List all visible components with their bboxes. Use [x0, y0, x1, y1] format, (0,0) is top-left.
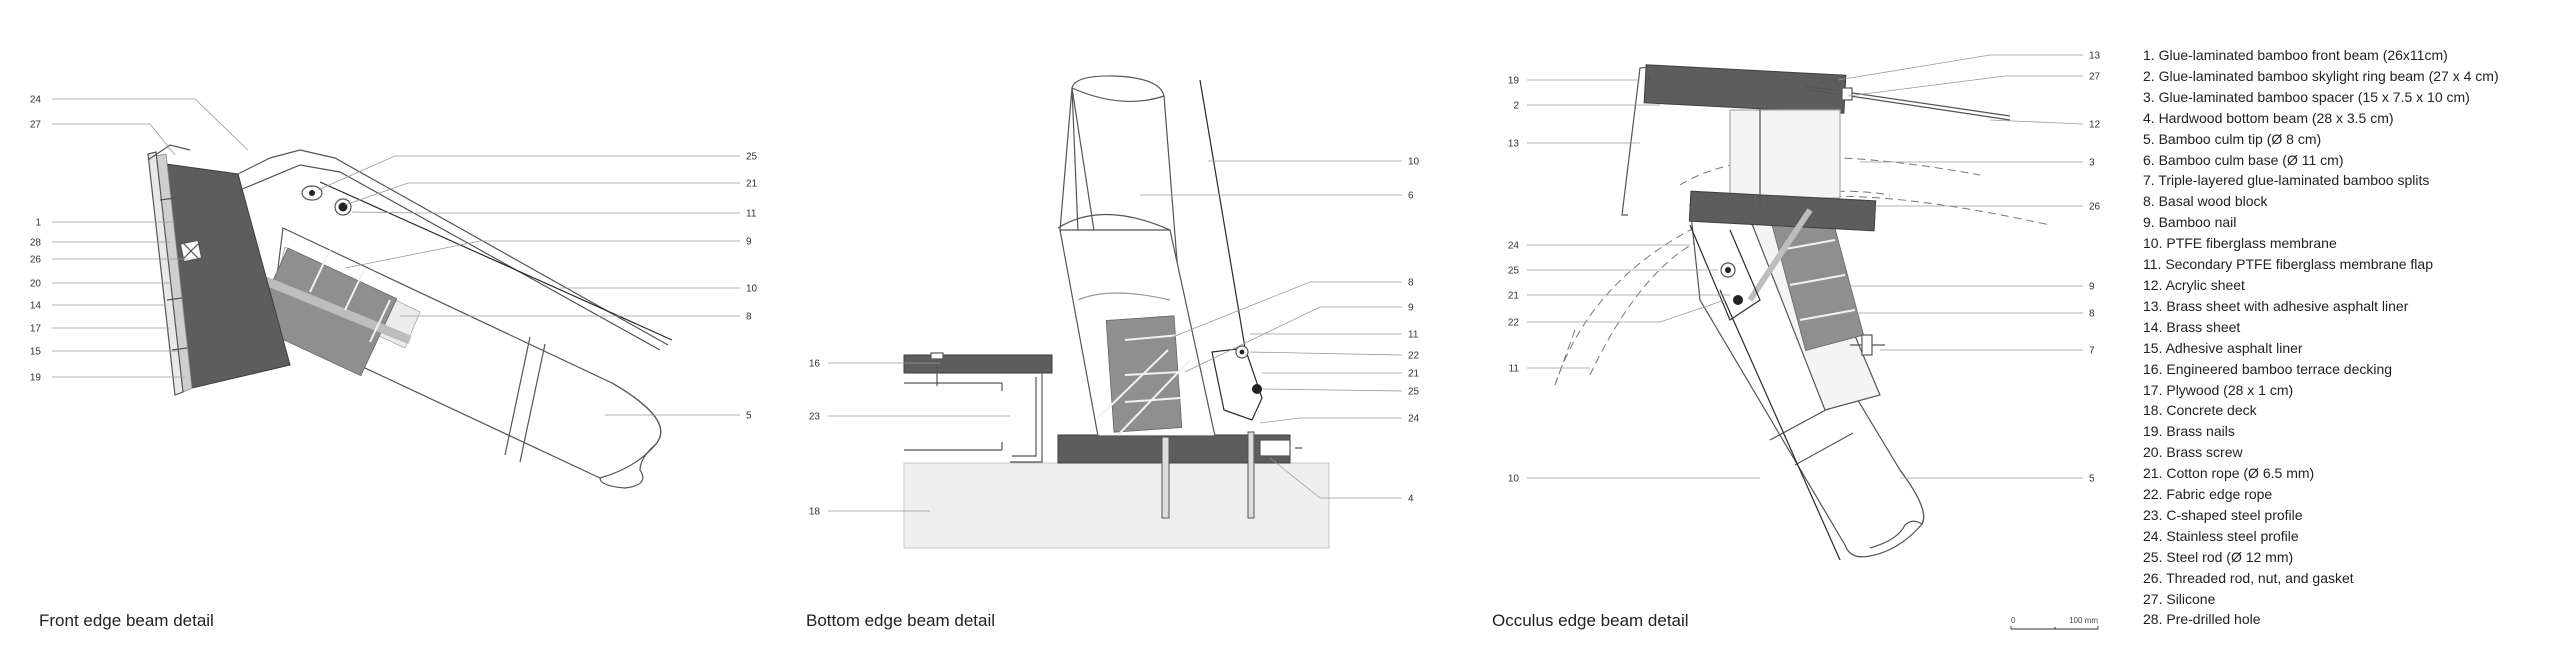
callout-label: 10 — [1508, 474, 1520, 485]
callout-label: 9 — [746, 237, 752, 248]
legend-item: 25. Steel rod (Ø 12 mm) — [2143, 548, 2294, 565]
callout-label: 4 — [1408, 494, 1414, 505]
legend-item: 15. Adhesive asphalt liner — [2143, 339, 2303, 356]
scale-bar-label: 100 mm — [2069, 616, 2098, 625]
legend-item: 12. Acrylic sheet — [2143, 276, 2245, 293]
callout-label: 14 — [30, 301, 42, 312]
callout-label: 20 — [30, 279, 42, 290]
callout-label: 13 — [1508, 139, 1520, 150]
callout-label: 16 — [809, 359, 821, 370]
callout-label: 8 — [746, 312, 752, 323]
callout-label: 21 — [746, 179, 758, 190]
spacer-block — [1729, 109, 1841, 199]
scale-bar-label: 0 — [2011, 616, 2016, 625]
callout-label: 19 — [30, 373, 42, 384]
callout-label: 5 — [746, 411, 752, 422]
legend-item: 17. Plywood (28 x 1 cm) — [2143, 381, 2294, 398]
callout-label: 26 — [30, 255, 42, 266]
callout-label: 27 — [2089, 72, 2101, 83]
callout-label: 7 — [2089, 346, 2095, 357]
legend-item: 9. Bamboo nail — [2143, 214, 2237, 231]
legend-item: 22. Fabric edge rope — [2143, 486, 2273, 503]
callout-label: 24 — [30, 95, 42, 106]
callout-label: 22 — [1508, 318, 1520, 329]
callout-label: 25 — [1508, 266, 1520, 277]
callout-label: 24 — [1508, 241, 1520, 252]
callout-label: 28 — [30, 238, 42, 249]
legend-item: 11. Secondary PTFE fiberglass membrane f… — [2143, 256, 2433, 273]
legend-item: 21. Cotton rope (Ø 6.5 mm) — [2143, 465, 2315, 482]
callout-label: 11 — [1408, 330, 1419, 341]
callout-label: 12 — [2089, 120, 2101, 131]
callout-label: 23 — [809, 412, 821, 423]
legend-item: 28. Pre-drilled hole — [2143, 611, 2261, 628]
legend-item: 6. Bamboo culm base (Ø 11 cm) — [2143, 151, 2344, 168]
callout-label: 21 — [1508, 291, 1520, 302]
callout-label: 15 — [30, 347, 42, 358]
lower-beam-occulus — [1688, 190, 1877, 232]
callout-label: 22 — [1408, 351, 1420, 362]
front-edge-beam-drawing — [147, 144, 673, 489]
callout-label: 26 — [2089, 202, 2101, 213]
callout-label: 8 — [2089, 309, 2095, 320]
legend-item: 24. Stainless steel profile — [2143, 527, 2299, 544]
scale-bar — [2010, 626, 2099, 630]
legend-item: 26. Threaded rod, nut, and gasket — [2143, 569, 2354, 586]
skylight-ring-beam — [1643, 64, 1847, 114]
legend-item: 16. Engineered bamboo terrace decking — [2143, 360, 2393, 377]
callout-label: 21 — [1408, 369, 1420, 380]
callout-label: 9 — [1408, 303, 1414, 314]
callout-label: 10 — [1408, 157, 1420, 168]
callout-label: 13 — [2089, 51, 2101, 62]
hardwood-bottom-beam — [1057, 434, 1291, 464]
caption-occulus-edge: Occulus edge beam detail — [1492, 611, 1689, 630]
callout-label: 11 — [746, 209, 757, 220]
callout-label: 18 — [809, 507, 821, 518]
legend-item: 7. Triple-layered glue-laminated bamboo … — [2143, 172, 2430, 189]
callout-label: 11 — [1509, 364, 1520, 375]
legend-item: 23. C-shaped steel profile — [2143, 506, 2303, 523]
legend-item: 8. Basal wood block — [2143, 193, 2268, 210]
legend-item: 20. Brass screw — [2143, 444, 2243, 461]
caption-front-edge: Front edge beam detail — [39, 611, 214, 630]
legend-item: 27. Silicone — [2143, 590, 2216, 607]
legend-item: 18. Concrete deck — [2143, 402, 2257, 419]
terrace-decking — [903, 354, 1053, 374]
legend-item: 4. Hardwood bottom beam (28 x 3.5 cm) — [2143, 109, 2394, 126]
legend-item: 2. Glue-laminated bamboo skylight ring b… — [2143, 67, 2499, 84]
callout-label: 6 — [1408, 191, 1414, 202]
legend-item: 3. Glue-laminated bamboo spacer (15 x 7.… — [2143, 88, 2470, 105]
occulus-edge-leaders — [1527, 54, 2084, 479]
callout-label: 25 — [746, 152, 758, 163]
legend-item: 1. Glue-laminated bamboo front beam (26x… — [2143, 47, 2448, 63]
callout-label: 25 — [1408, 387, 1420, 398]
callout-label: 3 — [2089, 158, 2095, 169]
legend-item: 10. PTFE fiberglass membrane — [2143, 235, 2337, 252]
legend-item: 19. Brass nails — [2143, 423, 2235, 440]
concrete-deck — [903, 462, 1330, 549]
legend-item: 13. Brass sheet with adhesive asphalt li… — [2143, 297, 2409, 314]
caption-bottom-edge: Bottom edge beam detail — [806, 611, 996, 630]
legend-item: 14. Brass sheet — [2143, 318, 2241, 335]
callout-label: 27 — [30, 120, 42, 131]
callout-label: 19 — [1508, 76, 1520, 87]
callout-label: 2 — [1513, 101, 1519, 112]
material-legend: 1. Glue-laminated bamboo front beam (26x… — [2143, 45, 2499, 630]
legend-item: 5. Bamboo culm tip (Ø 8 cm) — [2143, 130, 2322, 147]
callout-label: 1 — [35, 218, 41, 229]
callout-label: 5 — [2089, 474, 2095, 485]
callout-label: 9 — [2089, 282, 2095, 293]
callout-label: 8 — [1408, 278, 1414, 289]
front-edge-leaders — [52, 98, 740, 416]
callout-label: 17 — [30, 324, 42, 335]
callout-label: 24 — [1408, 414, 1420, 425]
occulus-edge-beam-drawing — [1554, 64, 2051, 561]
callout-label: 10 — [746, 284, 758, 295]
bottom-edge-beam-drawing — [903, 75, 1330, 549]
bottom-edge-leaders — [828, 160, 1403, 512]
